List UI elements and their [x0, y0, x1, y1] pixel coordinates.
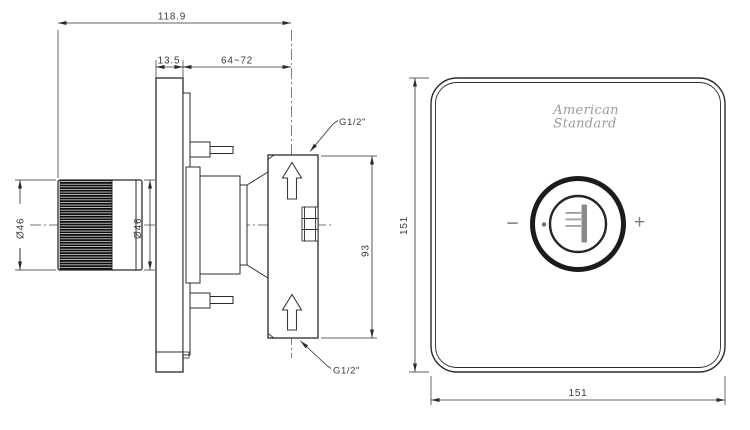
- dimension-plate-height: [409, 77, 429, 373]
- dim-label-knob-diameter: Ø46: [16, 218, 27, 239]
- brand-logo: American Standard: [552, 103, 619, 132]
- mounting-screw-top: [189, 141, 211, 158]
- dial-inner-circle: [548, 194, 608, 254]
- dimension-plate-and-wall: [155, 60, 291, 93]
- dim-label-wall-depth-range: 64~72: [221, 56, 253, 67]
- body-taper-top: [246, 171, 269, 186]
- dim-label-plate-thickness: 13.5: [158, 56, 181, 67]
- mounting-screw-bottom: [189, 292, 211, 309]
- flow-arrow-up-bottom-icon: [281, 293, 303, 331]
- dimension-trim-diameter: [144, 179, 155, 271]
- port-label-top: G1/2": [339, 117, 366, 128]
- minus-label: −: [506, 212, 518, 235]
- port-label-bottom: G1/2": [333, 366, 360, 377]
- dim-label-trim-diameter: Ø46: [133, 218, 144, 239]
- brand-logo-line2: Standard: [553, 117, 616, 132]
- dimension-overall-depth: [57, 21, 291, 178]
- front-view: American Standard − + 151: [399, 77, 726, 405]
- leader-bottom-port: [300, 340, 332, 369]
- plus-label: +: [634, 212, 645, 233]
- flow-arrow-up-top-icon: [281, 161, 303, 200]
- supply-pipe: [267, 154, 319, 339]
- valve-cartridge: [185, 141, 269, 309]
- control-knob-side: [57, 179, 143, 271]
- side-view: 118.9 13.5 64~72 Ø46 Ø46: [15, 12, 377, 377]
- body-taper-bottom: [246, 264, 269, 279]
- leader-top-port: [309, 120, 339, 152]
- brand-logo-line1: American: [552, 103, 619, 118]
- dim-label-plate-width: 151: [568, 388, 587, 399]
- dimension-port-span: [321, 155, 377, 339]
- wall-plate-side: [155, 77, 191, 373]
- indicator-dot: [541, 222, 547, 227]
- dial-outer-ring: [530, 176, 626, 272]
- outlet-connector: [301, 206, 319, 242]
- dim-label-port-span: 93: [361, 244, 372, 257]
- knurled-grip: [59, 180, 113, 270]
- trim-plate-inner-edge: [435, 82, 721, 368]
- slider-bar-icon: [581, 204, 587, 243]
- dimension-knob-diameter: [15, 180, 56, 271]
- dim-label-plate-height: 151: [399, 216, 410, 235]
- dimension-plate-width: [430, 376, 726, 405]
- control-dial: − +: [506, 176, 645, 272]
- flow-lines-icon: [565, 212, 581, 227]
- dim-label-overall-depth: 118.9: [158, 12, 186, 23]
